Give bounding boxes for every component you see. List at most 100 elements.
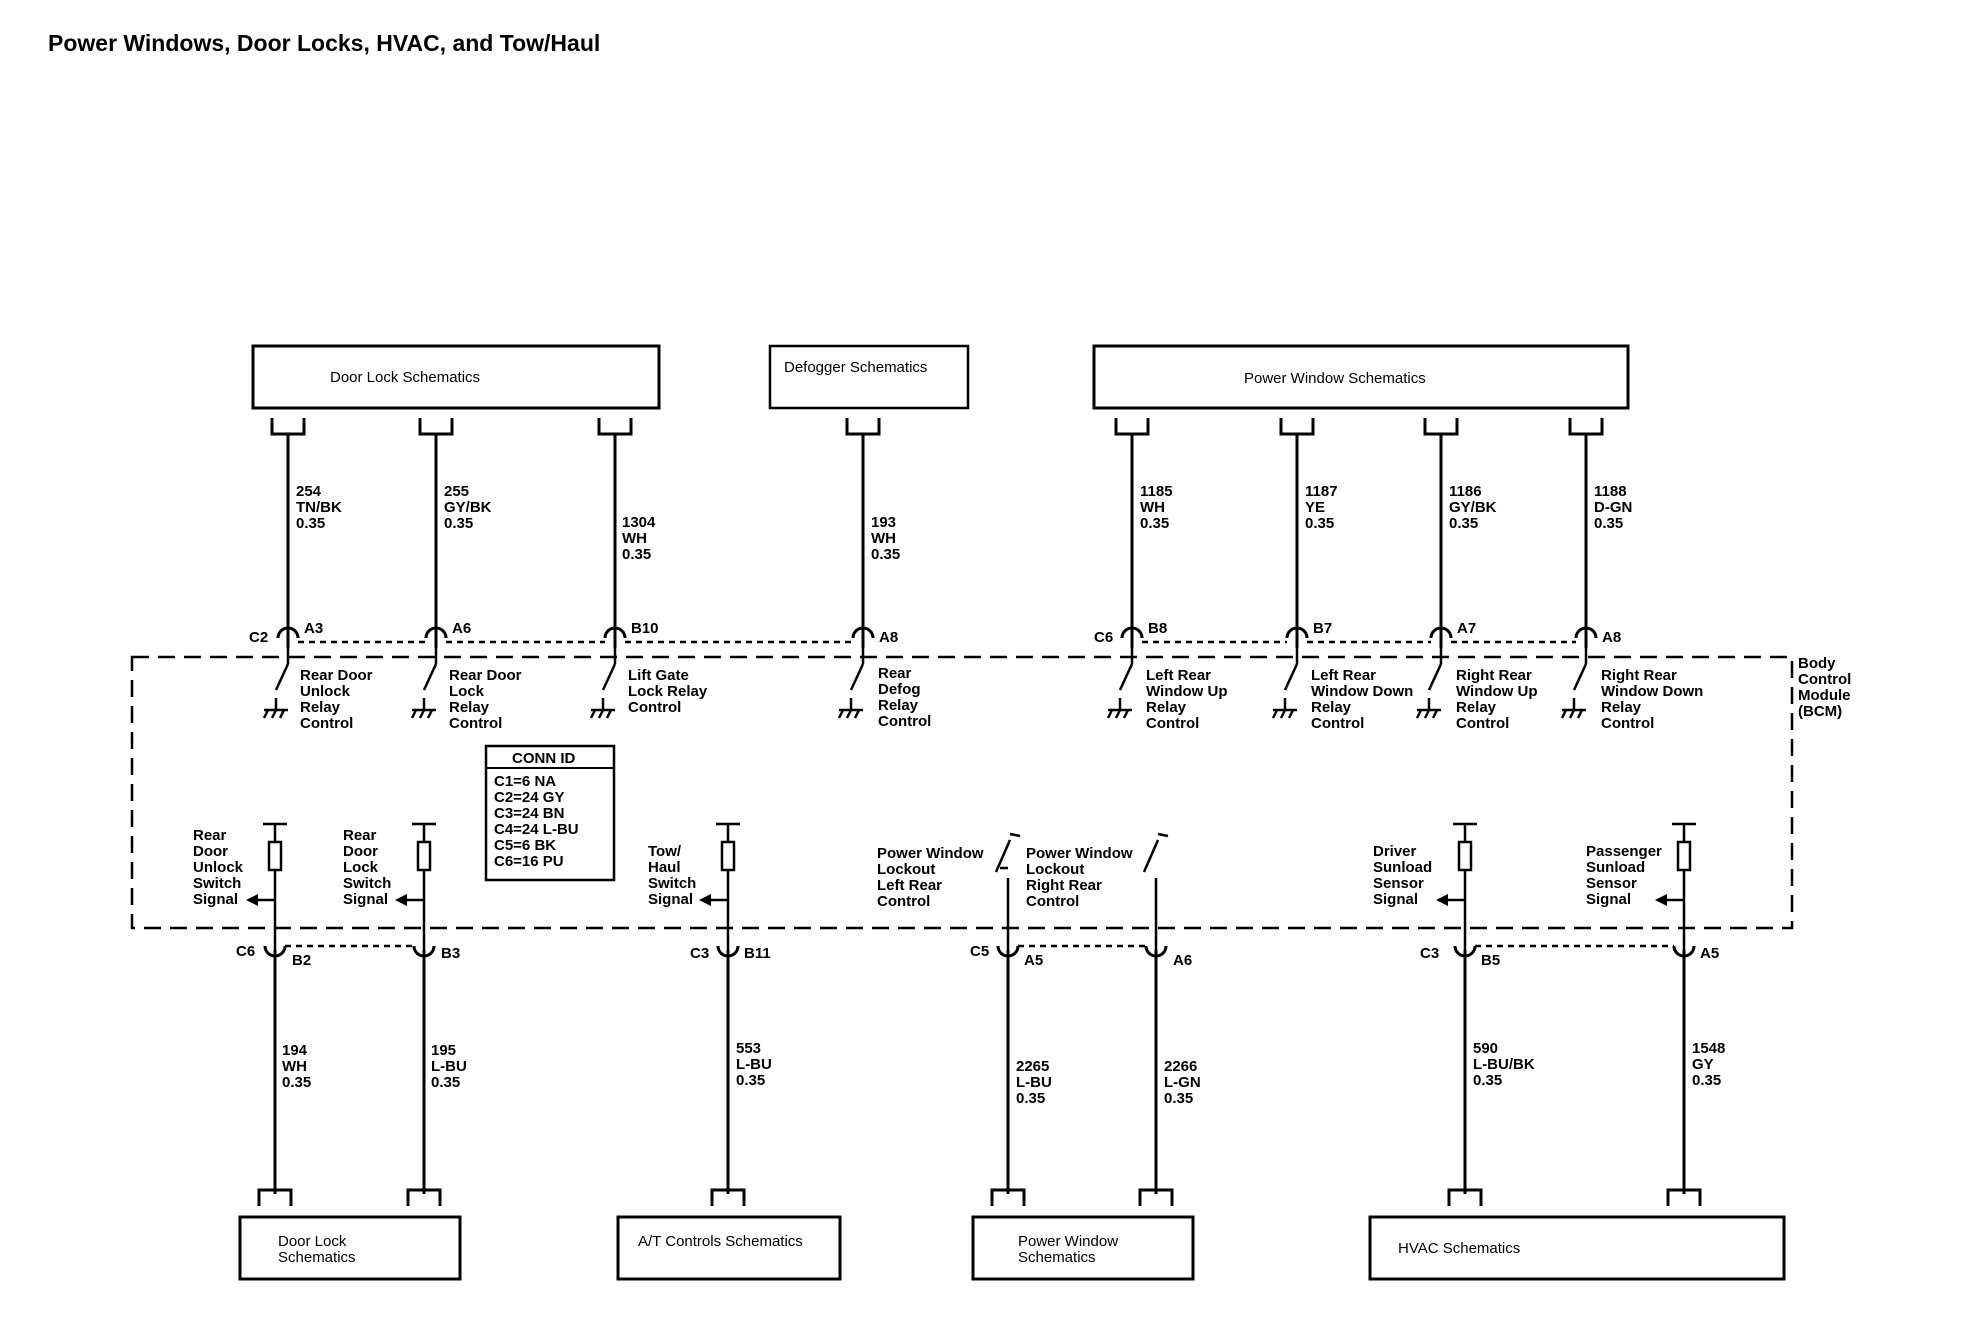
- pin-label: A7: [1457, 620, 1476, 637]
- connector-label: C5: [970, 943, 989, 960]
- conn-id-table: CONN ID C1=6 NA C2=24 GY C3=24 BN C4=24 …: [494, 750, 579, 870]
- relay-label-line: Relay: [1601, 699, 1642, 716]
- signal-label-line: Left Rear: [877, 877, 942, 894]
- box-titles: Door Lock Schematics Defogger Schematics…: [330, 359, 1426, 387]
- signal-label-line: Door: [193, 843, 228, 860]
- signal-label-line: Lockout: [877, 861, 935, 878]
- top-wire-labels: 254 TN/BK 0.35 255 GY/BK 0.35 1304 WH 0.…: [296, 483, 1632, 563]
- relay-label-line: Unlock: [300, 683, 351, 700]
- wire-label-color: L-BU/BK: [1473, 1056, 1535, 1073]
- pin-label: A8: [1602, 629, 1621, 646]
- wire-label-circuit: 195: [431, 1042, 456, 1059]
- wire-label-circuit: 1187: [1305, 483, 1338, 500]
- relay-label-line: Relay: [449, 699, 490, 716]
- top-wires: [270, 418, 1604, 648]
- connector-label: C6: [1094, 629, 1113, 646]
- wire-label-circuit: 590: [1473, 1040, 1498, 1057]
- pin-label: B10: [631, 620, 659, 637]
- conn-id-header: CONN ID: [512, 750, 576, 767]
- defogger-schematics-label: Defogger Schematics: [784, 359, 927, 376]
- signal-label-line: Lockout: [1026, 861, 1084, 878]
- pin-label: B11: [744, 945, 771, 962]
- wire-label-gauge: 0.35: [282, 1074, 311, 1091]
- bottom-pin-labels: C6 B2 B3 C3 B11 C5 A5 A6 C3 B5 A5: [236, 943, 1719, 969]
- pin-label: B8: [1148, 620, 1167, 637]
- wire-label-circuit: 1548: [1692, 1040, 1725, 1057]
- wire-label-color: YE: [1305, 499, 1325, 516]
- signal-label-line: Switch: [648, 875, 696, 892]
- at-controls-schematics-box: [616, 1215, 842, 1281]
- relay-label-line: Control: [1601, 715, 1654, 732]
- relay-label-line: Control: [628, 699, 681, 716]
- relay-label-line: Window Down: [1601, 683, 1703, 700]
- pin-label: A6: [452, 620, 471, 637]
- signal-label-line: Tow/: [648, 843, 682, 860]
- bottom-box-titles: Door Lock Schematics A/T Controls Schema…: [278, 1233, 1520, 1266]
- wire-label-gauge: 0.35: [444, 515, 473, 532]
- pin-label: B2: [292, 952, 311, 969]
- relay-label-line: Relay: [1456, 699, 1497, 716]
- wire-label-circuit: 1186: [1449, 483, 1482, 500]
- relay-label-line: Window Up: [1456, 683, 1538, 700]
- relay-label-line: Control: [449, 715, 502, 732]
- relay-label-line: Control: [1311, 715, 1364, 732]
- hvac-label: HVAC Schematics: [1398, 1240, 1520, 1257]
- bcm-label-line: (BCM): [1798, 703, 1842, 720]
- relay-label-line: Control: [1146, 715, 1199, 732]
- signal-label-line: Switch: [193, 875, 241, 892]
- signal-label-line: Rear: [343, 827, 377, 844]
- connector-label: C3: [1420, 945, 1439, 962]
- conn-id-row: C4=24 L-BU: [494, 821, 579, 838]
- signal-label-line: Passenger: [1586, 843, 1662, 860]
- signal-label-line: Signal: [193, 891, 238, 908]
- wire-label-circuit: 1188: [1594, 483, 1627, 500]
- door-lock-bottom-label-line: Door Lock: [278, 1233, 347, 1250]
- bcm-module-boundary: [130, 655, 1794, 930]
- signal-label-line: Control: [877, 893, 930, 910]
- signal-label-line: Right Rear: [1026, 877, 1102, 894]
- wire-label-gauge: 0.35: [736, 1072, 765, 1089]
- signal-label-line: Power Window: [877, 845, 984, 862]
- relay-label-line: Window Down: [1311, 683, 1413, 700]
- pin-label: A6: [1173, 952, 1192, 969]
- wire-label-color: GY/BK: [1449, 499, 1497, 516]
- wire-label-color: L-BU: [736, 1056, 772, 1073]
- door-lock-bottom-label-line: Schematics: [278, 1249, 356, 1266]
- relay-label-line: Control: [1456, 715, 1509, 732]
- wire-label-circuit: 193: [871, 514, 896, 531]
- power-window-schematics-label: Power Window Schematics: [1244, 370, 1426, 387]
- relay-label-line: Relay: [300, 699, 341, 716]
- signal-label-line: Rear: [193, 827, 227, 844]
- wire-label-gauge: 0.35: [622, 546, 651, 563]
- signal-label-line: Power Window: [1026, 845, 1133, 862]
- wire-label-color: L-BU: [1016, 1074, 1052, 1091]
- relay-label-line: Rear Door: [449, 667, 522, 684]
- signal-label-line: Signal: [1586, 891, 1631, 908]
- bcm-label: Body Control Module (BCM): [1798, 655, 1851, 720]
- relay-label-line: Relay: [878, 697, 919, 714]
- wire-label-color: WH: [282, 1058, 307, 1075]
- pin-label: B5: [1481, 952, 1500, 969]
- relay-label-line: Window Up: [1146, 683, 1228, 700]
- relay-label-line: Right Rear: [1456, 667, 1532, 684]
- signal-label-line: Signal: [648, 891, 693, 908]
- wire-label-gauge: 0.35: [1473, 1072, 1502, 1089]
- signal-label-line: Signal: [343, 891, 388, 908]
- door-lock-schematics-bottom-box: [238, 1215, 462, 1281]
- wire-label-circuit: 553: [736, 1040, 761, 1057]
- signal-label-line: Control: [1026, 893, 1079, 910]
- wire-label-circuit: 2266: [1164, 1058, 1197, 1075]
- signal-label-line: Haul: [648, 859, 681, 876]
- signal-circuits: [255, 822, 1696, 950]
- connector-label: C6: [236, 943, 255, 960]
- relay-switches: [262, 648, 1588, 719]
- wire-label-gauge: 0.35: [1305, 515, 1334, 532]
- wire-label-color: GY: [1692, 1056, 1714, 1073]
- pin-label: B3: [441, 945, 460, 962]
- relay-label-line: Control: [878, 713, 931, 730]
- pin-label: A8: [879, 629, 898, 646]
- conn-id-row: C3=24 BN: [494, 805, 564, 822]
- wire-label-circuit: 254: [296, 483, 322, 500]
- signal-label-line: Sunload: [1586, 859, 1645, 876]
- connector-label: C3: [690, 945, 709, 962]
